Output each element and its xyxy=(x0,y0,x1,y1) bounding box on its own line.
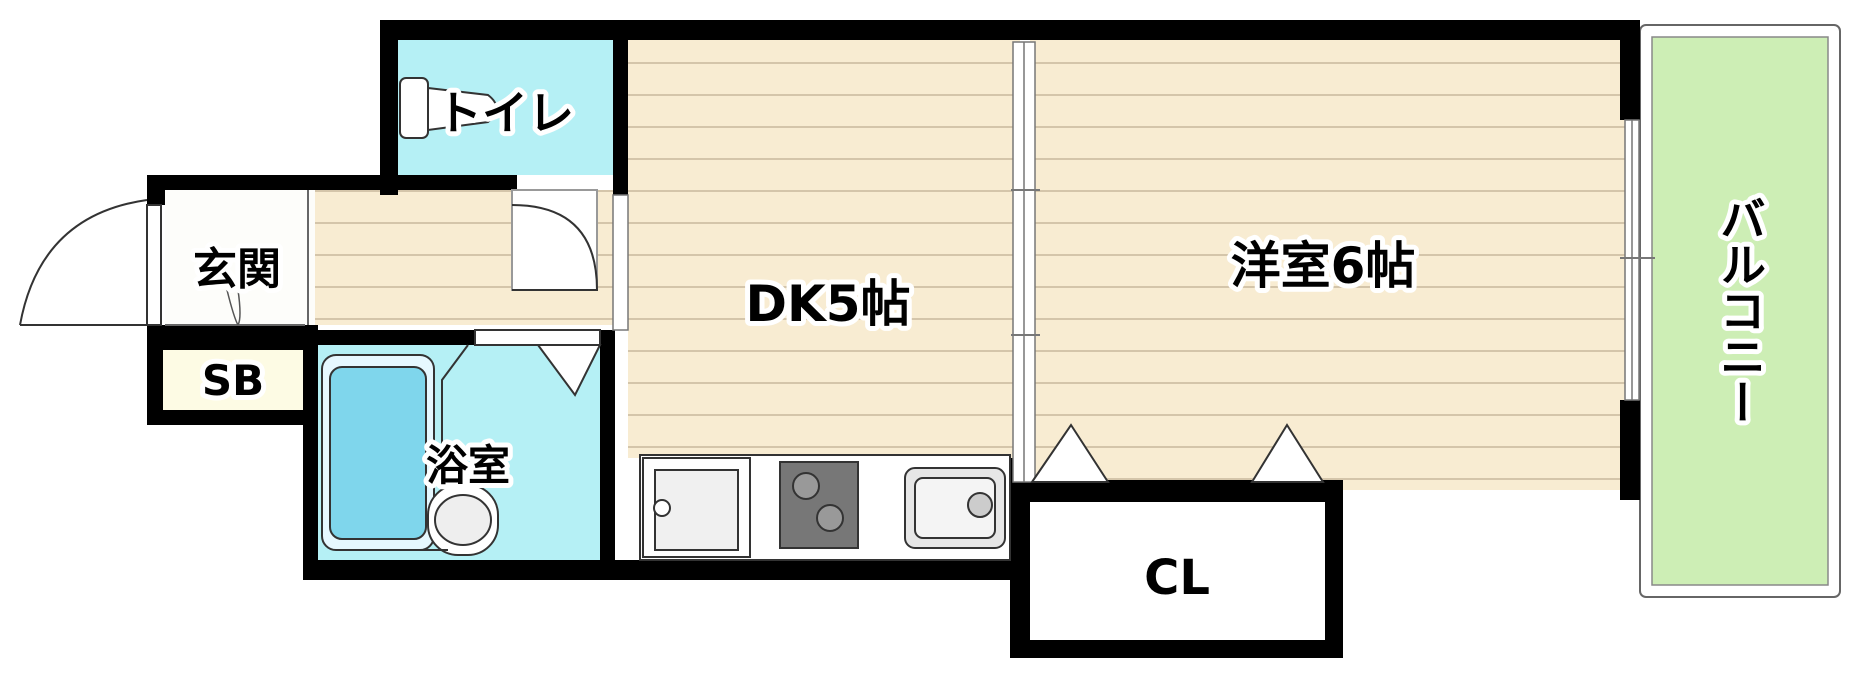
bath-label: 浴室 xyxy=(426,441,510,490)
shoe-box-floor xyxy=(163,350,303,410)
balcony-area xyxy=(1639,24,1841,598)
kitchen-counter xyxy=(639,454,1011,561)
bath-door xyxy=(474,329,602,397)
entrance-label: 玄関 xyxy=(193,244,281,295)
western-room-floor xyxy=(1030,40,1632,490)
entrance-door xyxy=(19,199,162,326)
washbasin xyxy=(418,484,499,556)
walls xyxy=(147,20,1640,658)
partition-sliding-door xyxy=(1011,41,1040,483)
western-room-label: 洋室6帖 xyxy=(1231,237,1416,295)
shoe-rack-mark xyxy=(226,289,241,326)
shoe-box-label: SB xyxy=(202,356,264,405)
bathtub xyxy=(321,354,435,551)
dk-opening xyxy=(612,194,629,331)
toilet-label: トイレ xyxy=(436,86,574,140)
toilet-fixture xyxy=(399,77,498,139)
dk-label: DK5帖 xyxy=(745,275,910,333)
closet-floor xyxy=(1030,500,1325,640)
balcony-window xyxy=(1620,119,1655,401)
dk-floor xyxy=(628,40,1020,458)
hallway-door xyxy=(511,189,599,291)
balcony-label: バルコニー xyxy=(1713,195,1767,425)
closet-label: CL xyxy=(1144,550,1210,606)
closet-doors xyxy=(1030,423,1325,483)
